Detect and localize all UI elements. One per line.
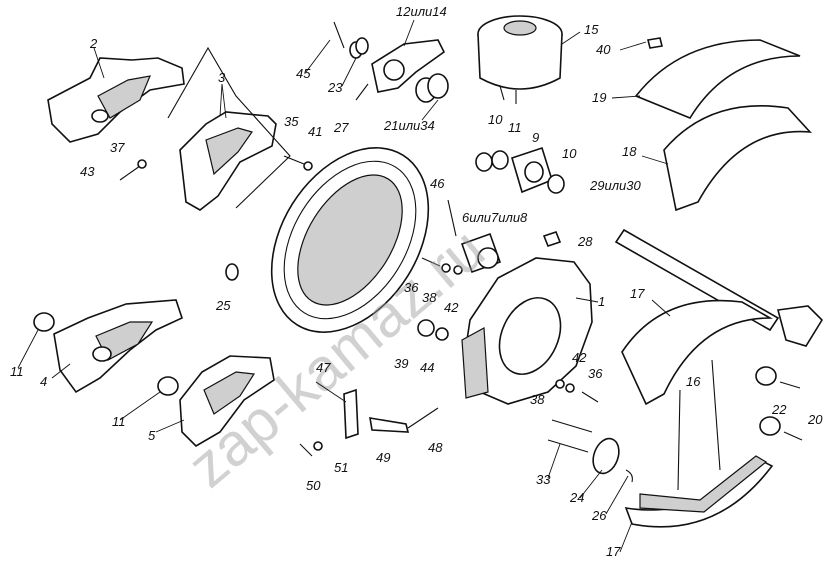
- label-47: 47: [316, 360, 331, 375]
- return-spring-16: [677, 359, 721, 491]
- label-21: 21или34: [383, 118, 435, 133]
- label-11c: 11: [112, 414, 126, 429]
- label-15: 15: [584, 22, 599, 37]
- bracket-6: [460, 232, 502, 274]
- label-40: 40: [596, 42, 611, 57]
- label-10a: 10: [488, 112, 503, 127]
- fitting-28: [542, 231, 562, 247]
- label-24: 24: [569, 490, 584, 505]
- label-20: 20: [807, 412, 823, 427]
- roller-22: [755, 366, 803, 441]
- label-28: 28: [577, 234, 593, 249]
- dust-shield-27: [270, 147, 430, 333]
- label-17a: 17: [630, 286, 645, 301]
- label-11a: 11: [508, 120, 522, 135]
- label-19: 19: [592, 90, 606, 105]
- bolt-46: [447, 199, 457, 237]
- label-18: 18: [622, 144, 637, 159]
- bolts-35-41: [119, 155, 313, 181]
- label-25: 25: [215, 298, 231, 313]
- slack-adjuster-12: [355, 39, 446, 101]
- label-27: 27: [333, 120, 349, 135]
- label-22: 22: [771, 402, 787, 417]
- pin-45: [333, 21, 345, 49]
- brake-chamber-15: [477, 15, 563, 104]
- leader-lines: [17, 19, 671, 553]
- bracket-3: [167, 46, 291, 211]
- brake-shoe-17-upper: [621, 299, 774, 406]
- label-26: 26: [591, 508, 607, 523]
- label-50: 50: [306, 478, 321, 493]
- label-39: 39: [394, 356, 408, 371]
- label-35: 35: [284, 114, 299, 129]
- label-4: 4: [40, 374, 47, 389]
- label-23: 23: [327, 80, 343, 95]
- bushing-group-9: [475, 146, 565, 194]
- fitting-25: [225, 263, 239, 281]
- label-9: 9: [532, 130, 539, 145]
- label-36b: 36: [588, 366, 603, 381]
- label-48: 48: [428, 440, 443, 455]
- label-33: 33: [536, 472, 551, 487]
- label-46: 46: [430, 176, 445, 191]
- label-6: 6или7или8: [462, 210, 528, 225]
- label-11b: 11: [10, 364, 24, 379]
- label-2: 2: [89, 36, 98, 51]
- lining-18: [663, 105, 812, 212]
- label-42b: 42: [572, 350, 587, 365]
- label-44: 44: [420, 360, 434, 375]
- label-37: 37: [110, 140, 125, 155]
- anchor-pins-33: [547, 419, 633, 483]
- label-5: 5: [148, 428, 156, 443]
- label-51: 51: [334, 460, 348, 475]
- label-49: 49: [376, 450, 390, 465]
- label-16: 16: [686, 374, 701, 389]
- label-10b: 10: [562, 146, 577, 161]
- bolt-set-36: [421, 257, 599, 403]
- bracket-4: [53, 299, 183, 394]
- anchor-plate-1: [461, 257, 593, 405]
- label-3: 3: [218, 70, 226, 85]
- bracket-2: [47, 47, 185, 143]
- washer-23: [349, 37, 369, 59]
- label-12: 12или14: [396, 4, 447, 19]
- label-43: 43: [80, 164, 95, 179]
- label-42a: 42: [444, 300, 459, 315]
- label-38a: 38: [422, 290, 437, 305]
- label-17b: 17: [606, 544, 621, 559]
- label-1: 1: [598, 294, 605, 309]
- bushing-11: [33, 312, 179, 396]
- lining-19: [634, 39, 801, 119]
- label-38b: 38: [530, 392, 545, 407]
- label-41: 41: [308, 124, 322, 139]
- nut-39: [417, 319, 449, 341]
- bolt-40: [647, 37, 663, 49]
- bracket-5: [179, 355, 275, 448]
- label-29: 29или30: [589, 178, 641, 193]
- callout-labels: 2 3 37 43 35 41 27 4 5 23 12или14 21или34…: [10, 4, 823, 559]
- sensor-group-47: [299, 388, 439, 457]
- brake-shoe-17-lower: [624, 455, 774, 528]
- label-36a: 36: [404, 280, 419, 295]
- sleeve-21: [415, 73, 449, 103]
